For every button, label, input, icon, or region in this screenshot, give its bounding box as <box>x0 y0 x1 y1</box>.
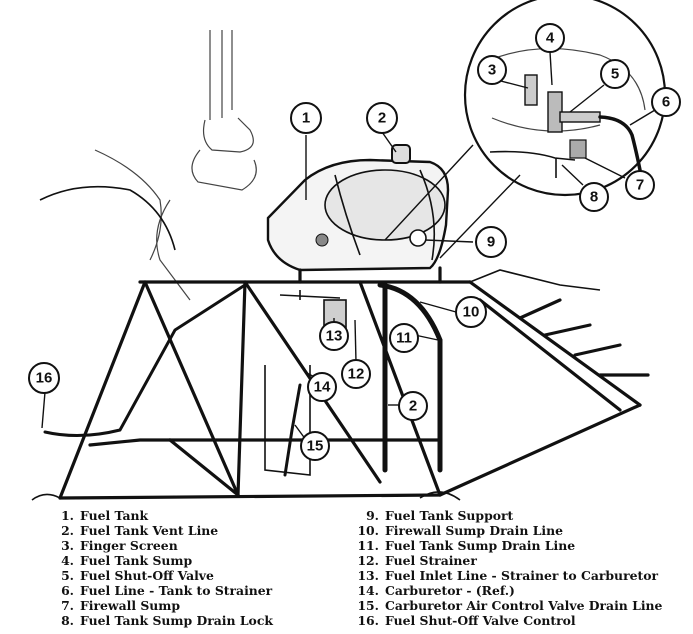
legend-item: 15. Carburetor Air Control Valve Drain Li… <box>357 598 662 613</box>
callout-6-label: 6 <box>662 94 670 111</box>
legend-label: Fuel Shut-Off Valve Control <box>385 613 576 628</box>
callout-12-label: 12 <box>348 366 365 383</box>
callout-9: 9 <box>475 226 507 258</box>
legend-item: 3. Finger Screen <box>52 538 273 553</box>
mast-outline <box>94 30 257 301</box>
legend-label: Fuel Inlet Line - Strainer to Carburetor <box>385 568 658 583</box>
legend-label: Fuel Shut-Off Valve <box>80 568 214 583</box>
legend-number: 5. <box>61 568 74 583</box>
legend-label: Fuel Line - Tank to Strainer <box>80 583 273 598</box>
airframe-truss <box>31 266 650 501</box>
legend-label: Carburetor Air Control Valve Drain Line <box>385 598 663 613</box>
legend-label: Fuel Tank Sump Drain Line <box>385 538 576 553</box>
callout-7-label: 7 <box>636 177 644 194</box>
callout-2: 2 <box>366 102 398 134</box>
legend-label: Firewall Sump Drain Line <box>385 523 564 538</box>
legend-item: 16. Fuel Shut-Off Valve Control <box>357 613 662 628</box>
callout-13: 13 <box>319 321 349 351</box>
callout-16: 16 <box>28 362 60 394</box>
legend-number: 16. <box>357 613 379 628</box>
callout-2-label: 2 <box>378 110 386 127</box>
legend-number: 14. <box>357 583 379 598</box>
legend-number: 8. <box>61 613 74 628</box>
legend-label: Finger Screen <box>80 538 178 553</box>
callout-15-label: 15 <box>307 438 324 455</box>
legend-label: Fuel Tank Vent Line <box>80 523 219 538</box>
legend-number: 9. <box>366 508 379 523</box>
callout-9-label: 9 <box>487 234 495 251</box>
callout-14-label: 14 <box>314 379 331 396</box>
cabin-outline <box>39 185 176 251</box>
legend-label: Fuel Strainer <box>385 553 477 568</box>
legend-item: 8. Fuel Tank Sump Drain Lock <box>52 613 273 628</box>
legend-number: 6. <box>61 583 74 598</box>
legend-item: 7. Firewall Sump <box>52 598 273 613</box>
callout-16-label: 16 <box>36 370 53 387</box>
legend-label: Carburetor - (Ref.) <box>385 583 515 598</box>
callout-4-label: 4 <box>546 30 555 47</box>
callout-11: 11 <box>389 323 419 353</box>
legend-item: 6. Fuel Line - Tank to Strainer <box>52 583 273 598</box>
legend-column-right: 9. Fuel Tank Support 10. Firewall Sump Dra… <box>357 508 662 628</box>
callout-13-label: 13 <box>326 328 343 345</box>
callout-12: 12 <box>341 359 371 389</box>
callout-8-label: 8 <box>590 189 598 206</box>
callout-2-vent-line: 2 <box>398 391 428 421</box>
callout-6: 6 <box>651 87 681 117</box>
legend-number: 2. <box>61 523 74 538</box>
fuel-lines <box>43 282 443 477</box>
legend-number: 13. <box>357 568 379 583</box>
legend-number: 10. <box>357 523 379 538</box>
callout-5: 5 <box>600 59 630 89</box>
callout-7: 7 <box>625 170 655 200</box>
fuel-tank <box>266 144 450 272</box>
legend-item: 11. Fuel Tank Sump Drain Line <box>357 538 662 553</box>
legend-number: 15. <box>357 598 379 613</box>
legend-number: 11. <box>357 538 379 553</box>
legend-number: 7. <box>61 598 74 613</box>
legend-column-left: 1. Fuel Tank 2. Fuel Tank Vent Line 3. Fing… <box>52 508 273 628</box>
callout-3: 3 <box>477 55 507 85</box>
callout-5-label: 5 <box>611 66 619 83</box>
callout-3-label: 3 <box>488 62 496 79</box>
legend-label: Firewall Sump <box>80 598 181 613</box>
callout-11-label: 11 <box>396 330 412 347</box>
inset-connector <box>384 144 521 259</box>
legend-label: Fuel Tank Sump Drain Lock <box>80 613 273 628</box>
callout-leaders <box>41 51 656 441</box>
legend-item: 12. Fuel Strainer <box>357 553 662 568</box>
legend-item: 1. Fuel Tank <box>52 508 273 523</box>
legend-item: 14. Carburetor - (Ref.) <box>357 583 662 598</box>
callout-4: 4 <box>535 23 565 53</box>
legend-number: 4. <box>61 553 74 568</box>
legend-item: 4. Fuel Tank Sump <box>52 553 273 568</box>
legend-number: 12. <box>357 553 379 568</box>
legend-item: 9. Fuel Tank Support <box>357 508 662 523</box>
callout-2-vent-line-label: 2 <box>409 398 417 415</box>
callout-1-label: 1 <box>302 110 310 127</box>
legend-item: 13. Fuel Inlet Line - Strainer to Carbure… <box>357 568 662 583</box>
parts-legend: 1. Fuel Tank 2. Fuel Tank Vent Line 3. Fing… <box>0 508 693 630</box>
legend-label: Fuel Tank Sump <box>80 553 193 568</box>
fuel-system-diagram: 1 2 3 4 5 6 7 8 9 10 11 12 13 14 15 16 2 <box>28 0 681 501</box>
legend-label: Fuel Tank <box>80 508 149 523</box>
callout-8: 8 <box>579 182 609 212</box>
legend-number: 3. <box>61 538 74 553</box>
legend-label: Fuel Tank Support <box>385 508 514 523</box>
legend-item: 10. Firewall Sump Drain Line <box>357 523 662 538</box>
valve-detail-inset <box>463 0 667 197</box>
legend-item: 2. Fuel Tank Vent Line <box>52 523 273 538</box>
legend-number: 1. <box>61 508 74 523</box>
callout-10-label: 10 <box>463 304 480 321</box>
callout-1: 1 <box>290 102 322 134</box>
legend-item: 5. Fuel Shut-Off Valve <box>52 568 273 583</box>
callout-15: 15 <box>300 431 330 461</box>
callout-10: 10 <box>455 296 487 328</box>
callout-14: 14 <box>307 372 337 402</box>
